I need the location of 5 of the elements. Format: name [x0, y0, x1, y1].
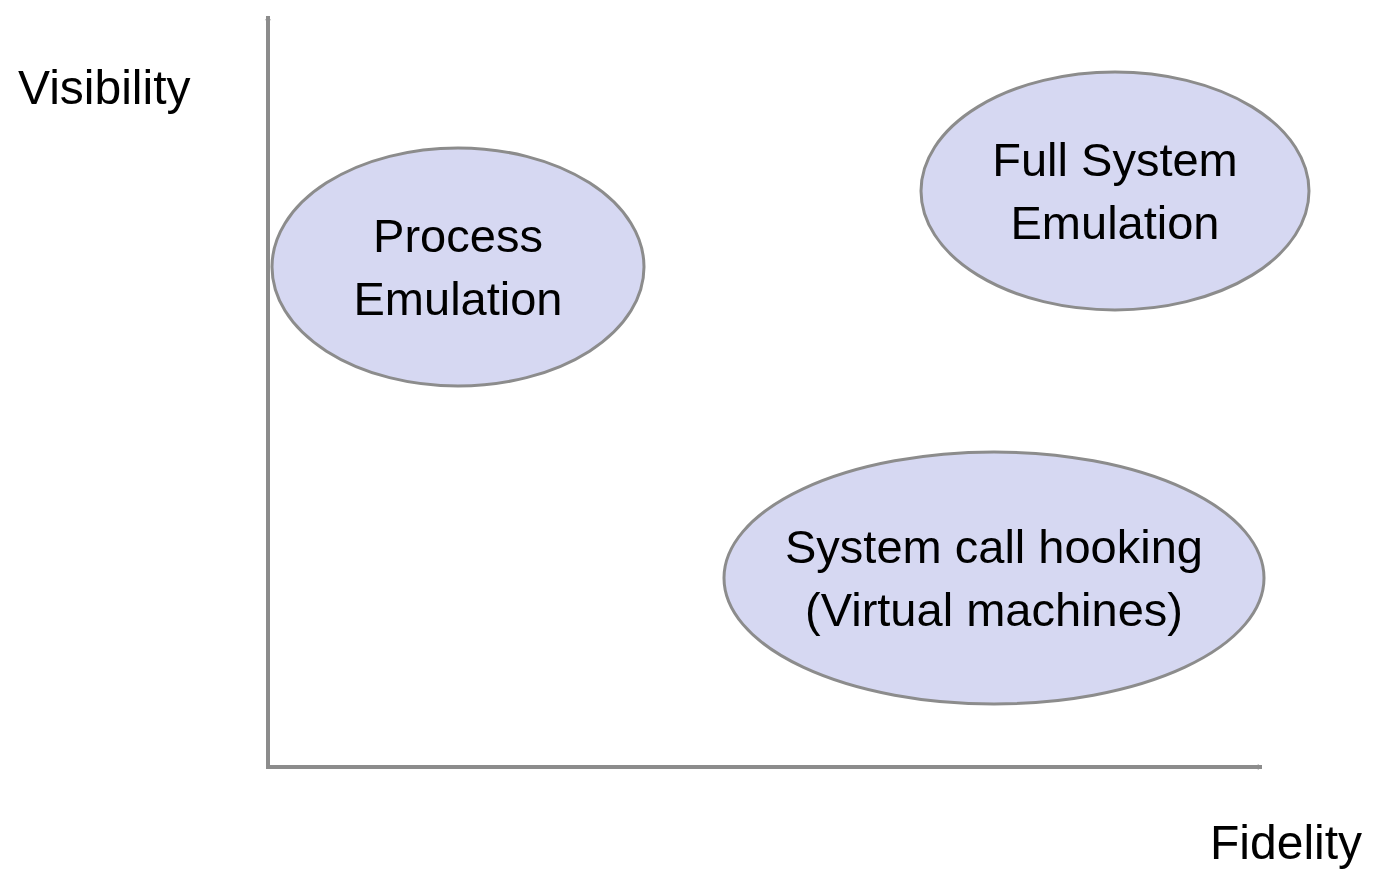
category-label: System call hooking (Virtual machines)	[784, 519, 1204, 638]
x-axis-title: Fidelity	[1210, 815, 1363, 870]
category-label: Process Emulation	[352, 208, 564, 327]
y-axis-title: Visibility	[18, 60, 191, 115]
category-label: Full System Emulation	[991, 132, 1239, 251]
